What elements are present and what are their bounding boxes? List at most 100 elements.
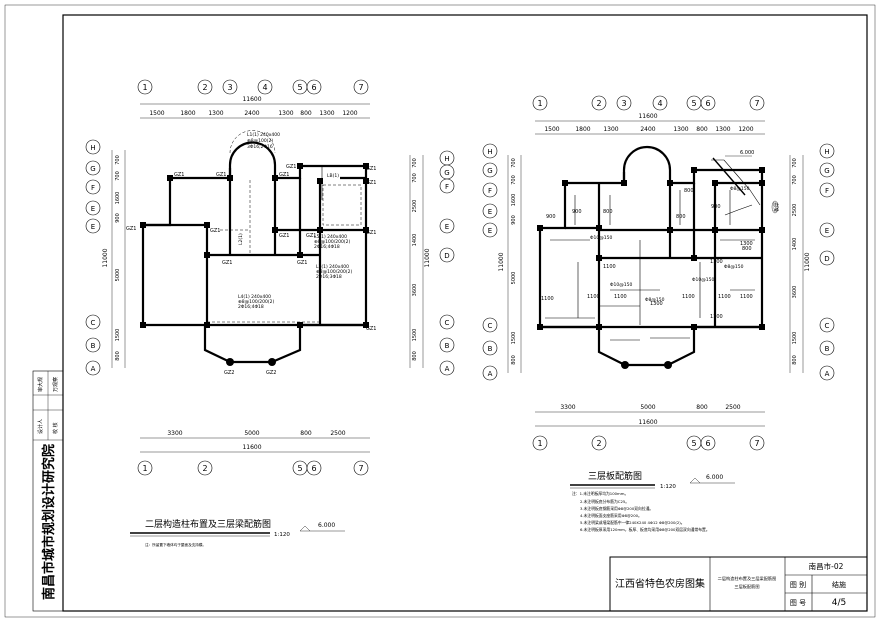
svg-text:H: H <box>487 148 492 156</box>
approver-label: 审大规 <box>37 377 44 392</box>
left-right-axes: H G F E D C B A <box>439 150 455 376</box>
svg-text:2500: 2500 <box>330 430 345 437</box>
svg-text:1100: 1100 <box>541 296 554 302</box>
right-plan-notes: 注：1.未注明板厚均为100mm。 2.未注明板底分布筋为C25。 3.未注明板… <box>572 491 710 532</box>
svg-text:1300: 1300 <box>650 301 663 307</box>
svg-text:1800: 1800 <box>575 126 590 133</box>
svg-text:GZ1: GZ1 <box>279 172 289 178</box>
svg-text:2Φ16;4Φ18: 2Φ16;4Φ18 <box>314 244 340 250</box>
svg-text:800: 800 <box>684 188 694 194</box>
svg-text:1:120: 1:120 <box>660 484 676 490</box>
svg-text:800: 800 <box>300 430 312 437</box>
signoff-strip: 南昌市城市规划设计研究院 审大规 万观察 设计人 校 核 <box>32 370 64 612</box>
svg-text:A: A <box>91 365 96 373</box>
svg-text:5000: 5000 <box>640 404 655 411</box>
beam-L1: L1(1) 240x400 <box>247 132 280 138</box>
right-left-dims: 700 700 1600 900 5000 1500 800 11000 <box>498 158 517 365</box>
svg-text:1300: 1300 <box>278 110 293 117</box>
svg-text:1100: 1100 <box>710 259 723 265</box>
svg-text:6: 6 <box>705 99 710 108</box>
svg-text:3.未注明板底钢筋采用Φ8@200双向拉通。: 3.未注明板底钢筋采用Φ8@200双向拉通。 <box>580 506 653 511</box>
svg-text:F: F <box>825 187 829 195</box>
svg-text:6.000: 6.000 <box>706 474 723 481</box>
svg-text:7: 7 <box>754 99 759 108</box>
svg-text:1100: 1100 <box>740 294 753 300</box>
svg-text:1100: 1100 <box>682 294 695 300</box>
svg-text:2Φ16;4Φ18: 2Φ16;4Φ18 <box>238 304 264 310</box>
svg-text:E: E <box>488 227 492 235</box>
right-left-axes: H G F E E C B A <box>482 143 498 381</box>
svg-text:GZ1: GZ1 <box>366 326 376 332</box>
svg-text:1100: 1100 <box>718 294 731 300</box>
svg-text:⊕8@100(2): ⊕8@100(2) <box>247 138 273 144</box>
svg-text:3: 3 <box>621 99 626 108</box>
svg-text:800: 800 <box>742 246 752 252</box>
svg-text:11000: 11000 <box>424 248 431 267</box>
svg-text:7: 7 <box>358 83 363 92</box>
svg-text:H: H <box>824 148 829 156</box>
svg-text:Φ10@150: Φ10@150 <box>590 235 612 241</box>
svg-text:3300: 3300 <box>560 404 575 411</box>
svg-text:2: 2 <box>596 99 601 108</box>
category-label: 图 别 <box>790 580 806 589</box>
svg-text:H: H <box>444 155 449 163</box>
svg-text:700: 700 <box>115 155 121 165</box>
svg-text:1:120: 1:120 <box>274 532 290 538</box>
svg-text:6.000: 6.000 <box>318 522 335 529</box>
right-overall-dim-top: 11600 <box>638 113 657 120</box>
svg-text:1300: 1300 <box>319 110 334 117</box>
left-plan: 11600 1500 1800 1300 2400 1300 800 1300 … <box>85 79 455 547</box>
approver-name: 万观察 <box>52 377 59 392</box>
svg-text:H: H <box>90 144 95 152</box>
beam-L5: L5(1) 240x400 <box>314 234 347 240</box>
svg-text:Φ8@150: Φ8@150 <box>645 297 665 303</box>
svg-text:G: G <box>487 167 492 175</box>
svg-text:800: 800 <box>696 126 708 133</box>
svg-text:1500: 1500 <box>149 110 164 117</box>
svg-text:三层板配筋图: 三层板配筋图 <box>588 470 642 482</box>
svg-text:4.未注明板面支座筋采用Φ8@200。: 4.未注明板面支座筋采用Φ8@200。 <box>580 513 642 518</box>
svg-text:700: 700 <box>412 173 418 183</box>
svg-text:5000: 5000 <box>244 430 259 437</box>
svg-text:E: E <box>91 205 95 213</box>
left-bottom-axes: 1 2 5 6 7 <box>137 460 369 476</box>
svg-text:F: F <box>445 183 449 191</box>
svg-text:800: 800 <box>792 355 798 365</box>
svg-text:1500: 1500 <box>115 329 121 342</box>
svg-text:2400: 2400 <box>640 126 655 133</box>
svg-text:2: 2 <box>202 83 207 92</box>
svg-text:GZ1: GZ1 <box>286 164 296 170</box>
reviewer-label: 校 核 <box>52 422 59 434</box>
svg-text:GZ2: GZ2 <box>266 370 276 376</box>
svg-text:A: A <box>825 370 830 378</box>
svg-text:1300: 1300 <box>208 110 223 117</box>
svg-text:C: C <box>445 319 450 327</box>
svg-text:F: F <box>488 187 492 195</box>
designer-label: 设计人 <box>37 419 44 434</box>
number-label: 图 号 <box>790 599 806 607</box>
svg-text:1600: 1600 <box>115 192 121 205</box>
svg-text:⊕8@100/200(2): ⊕8@100/200(2) <box>238 299 274 305</box>
svg-text:GZ1: GZ1 <box>210 228 220 234</box>
svg-text:⊕8@100/200(2): ⊕8@100/200(2) <box>316 269 352 275</box>
svg-text:F: F <box>91 184 95 192</box>
svg-text:2400: 2400 <box>244 110 259 117</box>
svg-text:1500: 1500 <box>544 126 559 133</box>
svg-text:5: 5 <box>691 99 696 108</box>
svg-text:11000: 11000 <box>102 248 109 267</box>
svg-text:1300: 1300 <box>673 126 688 133</box>
svg-text:A: A <box>445 365 450 373</box>
svg-text:3600: 3600 <box>412 284 418 297</box>
drawing-name-2: 三层板配筋图 <box>734 583 759 590</box>
svg-text:3: 3 <box>227 83 232 92</box>
right-bottom-dims: 3300 5000 800 2500 11600 <box>560 404 740 426</box>
svg-text:7: 7 <box>754 439 759 448</box>
svg-text:GZ1: GZ1 <box>126 226 136 232</box>
svg-text:5: 5 <box>297 83 302 92</box>
svg-text:GZ1: GZ1 <box>366 166 376 172</box>
svg-text:C: C <box>488 322 493 330</box>
svg-text:1100: 1100 <box>710 314 723 320</box>
svg-text:2500: 2500 <box>792 204 798 217</box>
svg-text:5000: 5000 <box>511 272 517 285</box>
left-bottom-dims: 3300 5000 800 2500 11600 <box>167 430 345 451</box>
